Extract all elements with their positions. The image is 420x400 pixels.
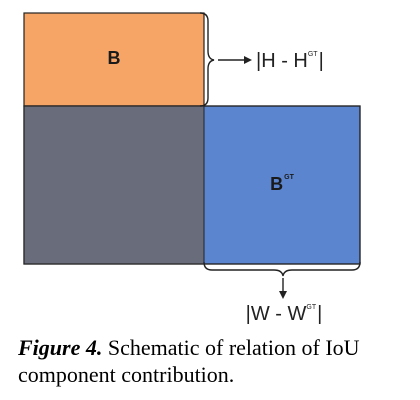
width-brace	[203, 261, 361, 277]
height-brace	[199, 12, 215, 107]
overlap-region	[24, 106, 204, 264]
width-diff-label: |W - WGT|	[246, 303, 323, 325]
figure-caption-label: Figure 4.	[18, 335, 103, 360]
box-b-label: B	[108, 48, 121, 68]
figure-caption-text: Schematic of relation of IoU component c…	[18, 335, 360, 387]
width-arrowhead-icon	[279, 291, 287, 299]
height-diff-label: |H - HGT|	[256, 50, 324, 72]
box-bgt-label: BGT	[270, 174, 294, 194]
iou-schematic-diagram: B BGT |H - HGT| |W - WGT|	[23, 12, 361, 325]
figure-caption: Figure 4. Schematic of relation of IoU c…	[18, 334, 414, 388]
height-arrowhead-icon	[244, 56, 252, 64]
box-b	[23, 12, 205, 107]
